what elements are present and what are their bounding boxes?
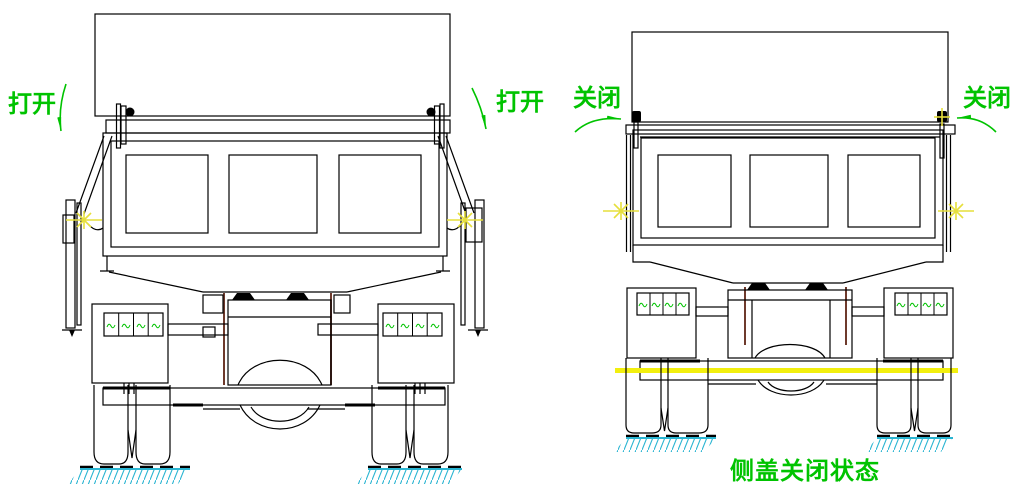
top-cover-open bbox=[94, 13, 451, 117]
wheels-right bbox=[876, 358, 952, 434]
cargo-bed bbox=[632, 129, 944, 246]
caption-closed-state: 侧盖关闭状态 bbox=[730, 457, 880, 485]
open-direction-arrow-icon bbox=[57, 83, 67, 132]
label-close-left: 关闭 bbox=[573, 84, 621, 112]
chassis-center bbox=[727, 283, 853, 359]
bed-top-rail bbox=[625, 124, 956, 135]
bed-top-rail bbox=[105, 119, 451, 134]
close-direction-arrow-icon bbox=[956, 114, 997, 133]
axle-beam bbox=[102, 386, 446, 430]
side-cover-open-left bbox=[62, 135, 113, 337]
truck-rear-view-open bbox=[62, 13, 488, 484]
wheels-left bbox=[93, 385, 171, 465]
wheels-right bbox=[371, 385, 449, 465]
hinge-marker-icon bbox=[446, 210, 484, 230]
chassis-center bbox=[202, 293, 351, 386]
annotations: 打开 打开 关闭 关闭 侧盖关闭状态 bbox=[8, 83, 1011, 485]
wheels-left bbox=[625, 358, 709, 434]
close-direction-arrow-icon bbox=[574, 115, 622, 133]
axle-beam bbox=[639, 359, 944, 396]
fender-box-right bbox=[851, 287, 954, 359]
side-cover-open-right bbox=[437, 135, 488, 337]
cargo-bed bbox=[102, 132, 448, 257]
hinge-marker-icon bbox=[65, 210, 103, 230]
truck-rear-view-closed bbox=[602, 31, 975, 452]
underbody-taper bbox=[100, 256, 450, 293]
latch-pin-right bbox=[934, 108, 950, 159]
side-cover-closed-right bbox=[945, 135, 952, 252]
latch-pin-left bbox=[632, 111, 641, 149]
label-close-right: 关闭 bbox=[963, 84, 1011, 112]
fender-box-left bbox=[91, 303, 229, 394]
top-cover-closed bbox=[631, 31, 949, 123]
open-direction-arrow-icon bbox=[471, 87, 487, 130]
underbody-taper bbox=[632, 245, 944, 284]
axle-highlight-line bbox=[615, 368, 958, 373]
side-cover-closed-left bbox=[625, 135, 632, 252]
label-open-right: 打开 bbox=[496, 88, 544, 116]
rail-hinge-pin-left bbox=[115, 103, 135, 149]
label-open-left: 打开 bbox=[8, 90, 56, 118]
ground-symbol bbox=[614, 434, 953, 452]
ground-symbol bbox=[68, 465, 462, 484]
fender-box-right bbox=[317, 303, 455, 394]
fender-box-left bbox=[626, 287, 729, 359]
